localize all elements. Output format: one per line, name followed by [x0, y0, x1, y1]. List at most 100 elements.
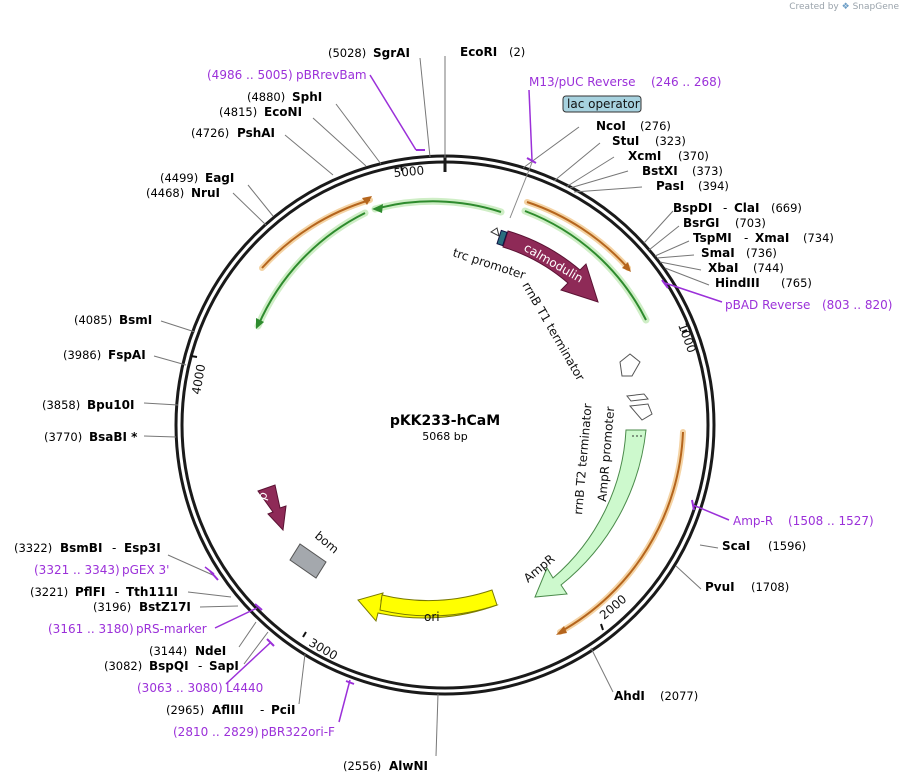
site-BsmI-pos: (4085): [74, 313, 112, 327]
site-BsaBI-pos: (3770): [44, 430, 82, 444]
site-PflFI: PflFI: [75, 585, 105, 599]
site-SapI: SapI: [209, 659, 239, 673]
site-EcoNI: EcoNI: [264, 105, 302, 119]
primer-pBR322ori-F-range: (2810 .. 2829): [173, 725, 259, 739]
svg-text:-: -: [260, 703, 264, 717]
site-TspMI: TspMI: [693, 231, 732, 245]
credit-text: Created by: [789, 2, 839, 12]
site-AflIII-pos: (2965): [166, 703, 204, 717]
site-PshAI: PshAI: [237, 126, 275, 140]
site-EcoRI: EcoRI: [460, 45, 497, 59]
snapgene-credit: Created by ❖ SnapGene: [789, 2, 899, 12]
site-PvuI: PvuI: [705, 580, 735, 594]
site-XbaI: XbaI: [708, 261, 738, 275]
bom-feature: bom: [289, 529, 341, 579]
site-NdeI: NdeI: [195, 644, 226, 658]
site-PshAI-pos: (4726): [191, 126, 229, 140]
site-BsaBI: BsaBI *: [89, 430, 138, 444]
site-HindIII-pos: (765): [781, 276, 812, 290]
primer-M13-pUC-Reverse: M13/pUC Reverse: [529, 75, 636, 89]
site-BstXI-pos: (373): [692, 164, 723, 178]
site-EcoNI-pos: (4815): [219, 105, 257, 119]
site-BstZ17I-pos: (3196): [93, 600, 131, 614]
site-XcmI-pos: (370): [678, 149, 709, 163]
site-BsrGI: BsrGI: [683, 216, 720, 230]
primer-pRS-marker: pRS-marker: [136, 622, 207, 636]
site-Bpu10I: Bpu10I: [87, 398, 134, 412]
plasmid-length: 5068 bp: [422, 430, 467, 443]
rop-feature: rop: [251, 484, 287, 532]
site-EagI-pos: (4499): [160, 171, 198, 185]
site-AhdI: AhdI: [614, 689, 645, 703]
plasmid-name: pKK233-hCaM: [390, 413, 500, 429]
site-HindIII: HindIII: [715, 276, 760, 290]
site-PvuI-pos: (1708): [751, 580, 789, 594]
site-BsmBI: BsmBI: [60, 541, 102, 555]
tick-4000: 4000: [189, 363, 208, 396]
ori-feature: ori: [357, 589, 499, 624]
site-XmaI: XmaI: [755, 231, 789, 245]
site-XcmI: XcmI: [628, 149, 661, 163]
primer-pBR322ori-F: pBR322ori-F: [261, 725, 335, 739]
site-NcoI: NcoI: [596, 119, 626, 133]
site-FspAI-pos: (3986): [63, 348, 101, 362]
svg-text:-: -: [112, 541, 116, 555]
site-SphI: SphI: [292, 90, 322, 104]
site-NdeI-pos: (3144): [149, 644, 187, 658]
lac-operator-feature: lac operator: [509, 95, 642, 219]
tick-5000: 5000: [393, 163, 425, 180]
site-BsrGI-pos: (703): [735, 216, 766, 230]
primer-Amp-R-range: (1508 .. 1527): [788, 514, 874, 528]
site-BsmBI-pos: (3322): [14, 541, 52, 555]
site-BstZ17I: BstZ17I: [139, 600, 191, 614]
site-SphI-pos: (4880): [247, 90, 285, 104]
green-feature-arcs: [254, 197, 650, 330]
site-SgrAI: SgrAI: [373, 46, 410, 60]
site-Tth111I: Tth111I: [126, 585, 178, 599]
primer-pGEX-3: pGEX 3': [122, 563, 169, 577]
site-AhdI-pos: (2077): [660, 689, 698, 703]
site-Esp3I: Esp3I: [124, 541, 161, 555]
svg-text:-: -: [115, 585, 119, 599]
primer-pGEX-3-range: (3321 .. 3343): [34, 563, 120, 577]
site-BspDI: BspDI: [673, 201, 712, 215]
primer-labels: (4986 .. 5005) pBRrevBam M13/pUC Reverse…: [34, 68, 892, 739]
primer-pBRrevBam: pBRrevBam: [296, 68, 367, 82]
bom-label: bom: [312, 529, 341, 557]
site-AlwNI: AlwNI: [389, 759, 428, 773]
primer-L4440-range: (3063 .. 3080): [137, 681, 223, 695]
site-FspAI: FspAI: [108, 348, 146, 362]
primer-pBAD-Reverse: pBAD Reverse: [725, 298, 810, 312]
site-ScaI: ScaI: [722, 539, 750, 553]
site-EcoRI-pos: (2): [509, 45, 525, 59]
primer-pBAD-Reverse-range: (803 .. 820): [822, 298, 892, 312]
credit-brand: SnapGene: [852, 2, 899, 12]
site-BspQI-pos: (3082): [104, 659, 142, 673]
orange-feature-arcs: [259, 196, 686, 635]
svg-text:-: -: [198, 659, 202, 673]
site-BspQI: BspQI: [149, 659, 189, 673]
site-labels: EcoRI (2) (5028) SgrAI (4880) SphI (4815…: [14, 45, 834, 773]
site-NruI-pos: (4468): [146, 186, 184, 200]
site-ScaI-pos: (1596): [768, 539, 806, 553]
primer-M13-pUC-Reverse-range: (246 .. 268): [651, 75, 721, 89]
site-Bpu10I-pos: (3858): [42, 398, 80, 412]
site-TspMI-pos: (734): [803, 231, 834, 245]
site-NruI: NruI: [191, 186, 220, 200]
site-BstXI: BstXI: [642, 164, 678, 178]
site-PasI: PasI: [656, 179, 684, 193]
primer-pRS-marker-range: (3161 .. 3180): [48, 622, 134, 636]
site-SmaI: SmaI: [701, 246, 735, 260]
primer-leader-lines: [204, 74, 730, 723]
lac-operator-label: lac operator: [567, 97, 640, 111]
site-SgrAI-pos: (5028): [328, 46, 366, 60]
site-XbaI-pos: (744): [753, 261, 784, 275]
site-NcoI-pos: (276): [640, 119, 671, 133]
site-BsmI: BsmI: [119, 313, 152, 327]
site-StuI-pos: (323): [655, 134, 686, 148]
svg-text:-: -: [723, 201, 727, 215]
site-PasI-pos: (394): [698, 179, 729, 193]
rop-label: rop: [251, 490, 271, 513]
site-SmaI-pos: (736): [746, 246, 777, 260]
